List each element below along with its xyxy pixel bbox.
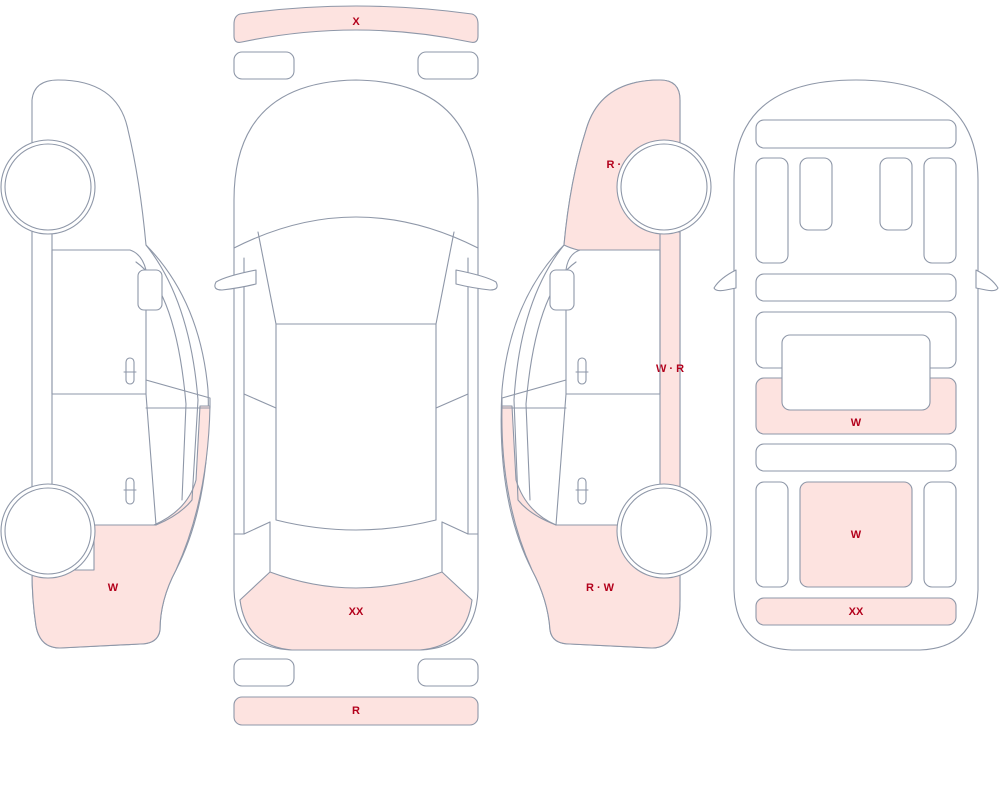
- top-windshield: [233, 216, 479, 249]
- right-front-door-panel[interactable]: [923, 157, 957, 264]
- driver-seat[interactable]: [799, 157, 833, 231]
- right-rear-door-handle[interactable]: [577, 477, 587, 505]
- interior-left-mirror[interactable]: [713, 269, 737, 292]
- top-view: X XX R: [214, 5, 498, 726]
- top-trunk-label: XX: [349, 606, 364, 618]
- left-side-view: W: [0, 79, 211, 649]
- right-rear-quarter[interactable]: [501, 405, 681, 649]
- interior-view: W W XX: [713, 79, 999, 651]
- front-bumper[interactable]: [233, 5, 479, 43]
- top-body[interactable]: [233, 79, 479, 651]
- left-side-mirror[interactable]: [137, 269, 163, 311]
- dashboard[interactable]: [755, 119, 957, 149]
- rear-seat-sill[interactable]: [755, 443, 957, 472]
- top-trunk[interactable]: [239, 571, 473, 651]
- left-rear-door-handle[interactable]: [125, 477, 135, 505]
- left-front-door-panel[interactable]: [755, 157, 789, 264]
- rear-bumper-label: R: [352, 705, 360, 717]
- left-rear-quarter[interactable]: [31, 405, 211, 649]
- right-rear-quarter-label: R · W: [586, 582, 615, 594]
- interior-rear-floor[interactable]: [799, 481, 913, 588]
- rear-bumper[interactable]: [233, 696, 479, 726]
- front-left-pad[interactable]: [233, 51, 295, 80]
- right-rocker[interactable]: [659, 231, 681, 489]
- left-rear-door-panel[interactable]: [755, 481, 789, 588]
- left-rear-quarter-label: W: [108, 582, 119, 594]
- top-right-mirror[interactable]: [455, 269, 498, 291]
- right-side-mirror[interactable]: [549, 269, 575, 311]
- center-console[interactable]: [781, 334, 931, 411]
- interior-rear-floor-label: W: [851, 529, 862, 541]
- right-front-door-handle[interactable]: [577, 357, 587, 385]
- right-rear-door-panel[interactable]: [923, 481, 957, 588]
- interior-right-mirror[interactable]: [975, 269, 999, 292]
- left-front-door-handle[interactable]: [125, 357, 135, 385]
- passenger-seat[interactable]: [879, 157, 913, 231]
- interior-rear-sill-label: XX: [849, 606, 864, 618]
- interior-rear-sill[interactable]: [755, 597, 957, 626]
- front-right-pad[interactable]: [417, 51, 479, 80]
- top-left-mirror[interactable]: [214, 269, 257, 291]
- front-bumper-label: X: [352, 16, 360, 28]
- right-rocker-label: W · R: [656, 363, 684, 375]
- front-floor-sill[interactable]: [755, 273, 957, 302]
- interior-trunk-area-label: W: [851, 417, 862, 429]
- right-side-view: R · P W · R R · W: [500, 79, 712, 649]
- rear-left-pad[interactable]: [233, 658, 295, 687]
- rear-right-pad[interactable]: [417, 658, 479, 687]
